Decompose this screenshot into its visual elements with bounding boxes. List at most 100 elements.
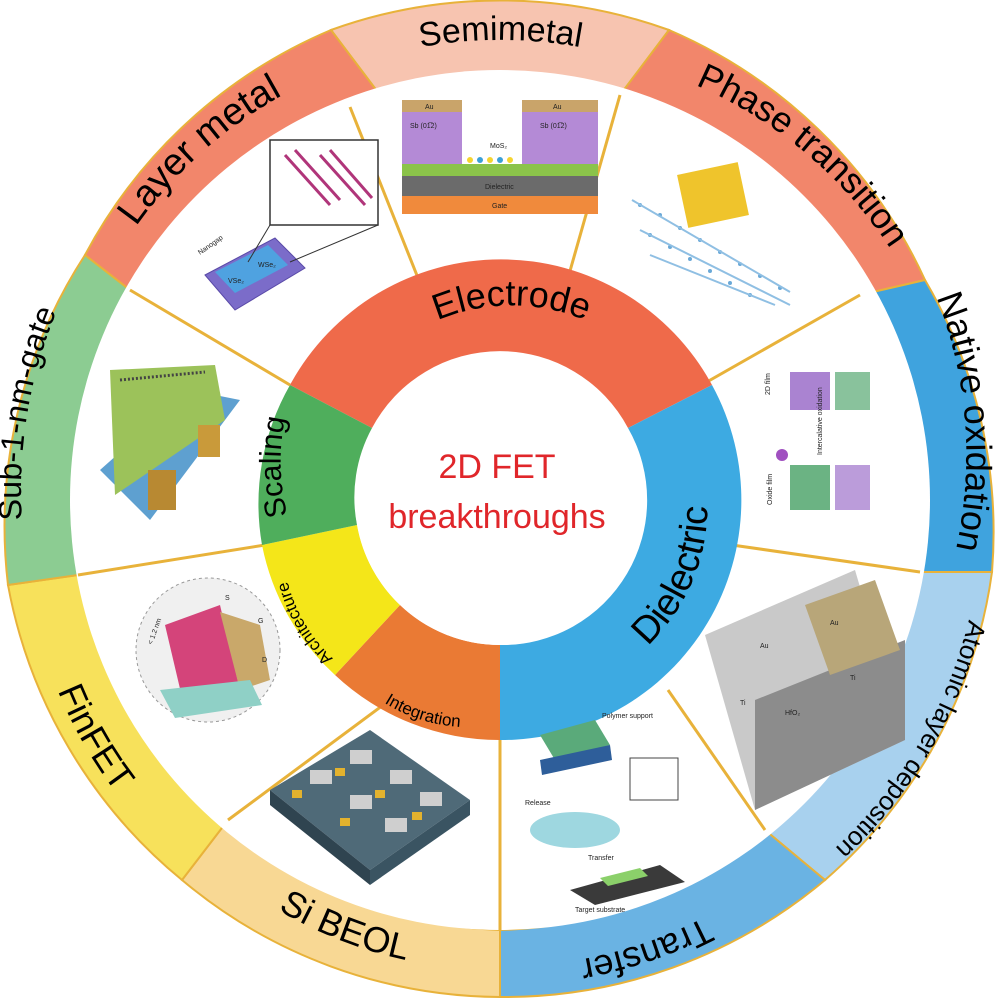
inset-dielectric-layer	[402, 176, 598, 196]
inset-atom	[467, 157, 473, 163]
inset-chip-pad	[375, 790, 385, 798]
inset-atom	[487, 157, 493, 163]
inset-fin-base	[160, 680, 262, 718]
inset-transfer-target	[570, 865, 685, 905]
inset-fin-gate	[220, 612, 270, 690]
inner-hub	[355, 355, 645, 645]
inset-label-ti1: Ti	[740, 700, 746, 707]
inset-metal-block	[677, 162, 749, 228]
inset-label-gate: Gate	[492, 203, 507, 210]
inset-transfer-release	[530, 812, 620, 848]
inset-label-au-right: Au	[553, 104, 562, 111]
divider-line	[704, 293, 861, 385]
inset-transfer-zoom	[629, 757, 679, 801]
lattice-atom	[688, 257, 692, 261]
inset-gold-block	[198, 425, 220, 457]
inset-lattice-lines	[631, 199, 791, 306]
inset-label-g: G	[258, 618, 263, 625]
center-title-line2: breakthroughs	[388, 498, 605, 536]
inset-zoom-lines	[247, 224, 379, 263]
inset-label-polymer: Polymer support	[602, 713, 653, 720]
inset-chip-cell	[390, 770, 412, 784]
inset-gate-layer	[402, 196, 598, 214]
radial-dividers	[77, 94, 921, 930]
divider-line	[129, 288, 291, 387]
stripe	[293, 148, 342, 202]
inset-label-hfo: HfO₂	[785, 710, 800, 717]
inner-ring	[258, 259, 742, 741]
inset-label-au-left: Au	[425, 104, 434, 111]
inset-label-dielectric: Dielectric	[485, 184, 514, 191]
inset-native-oxidation: 2D film Intercalative oxidation Oxide fi…	[765, 372, 870, 510]
divider-line	[348, 106, 420, 279]
inset-chip-cell	[350, 795, 372, 809]
inset-label-d: D	[262, 657, 267, 664]
inset-stripes	[283, 148, 374, 207]
inset-label-sb-right: Sb (01̅2)	[540, 122, 567, 130]
inset-au-right	[522, 100, 598, 112]
inset-oxygen-icon	[776, 449, 788, 461]
inset-transfer-film	[600, 868, 648, 886]
inset-label-au2: Au	[830, 620, 839, 627]
inset-label-oxide: Oxide film	[767, 474, 774, 505]
inset-label-target: Target substrate	[575, 907, 625, 914]
inset-lattice-bottom-2	[835, 465, 870, 510]
inset-base-top	[110, 365, 225, 495]
inset-chip-cell	[350, 750, 372, 764]
inset-label-au1: Au	[760, 643, 769, 650]
center-title-line1: 2D FET	[438, 448, 555, 486]
stripe	[318, 153, 367, 207]
inset-tem-gold	[805, 580, 900, 675]
inset-label-intercal: Intercalative oxidation	[817, 387, 824, 455]
divider-line	[666, 689, 767, 831]
inset-label-channel: MoS₂	[490, 143, 507, 150]
inset-gold-block	[148, 470, 176, 510]
inset-label-mat1: VSe₂	[228, 278, 244, 285]
inset-label-mat2: WSe₂	[258, 262, 276, 269]
divider-line	[227, 698, 391, 822]
inset-label-sb-left: Sb (01̅2)	[410, 122, 437, 130]
inset-si-beol	[270, 730, 470, 885]
inset-chip-cell	[310, 770, 332, 784]
inset-finfet: S G D < 1.2 nm	[135, 577, 281, 723]
inset-lattice-top-2	[835, 372, 870, 410]
inset-chip-side	[370, 800, 470, 885]
stripe	[328, 149, 374, 199]
inset-label-s: S	[225, 595, 230, 602]
inset-sb-right	[522, 112, 598, 164]
inset-flake	[215, 245, 288, 293]
inset-chip-pad	[412, 812, 422, 820]
inset-label-transfer: Transfer	[588, 855, 614, 862]
lattice-atom	[728, 281, 732, 285]
inner-segment-scaling	[258, 385, 372, 545]
stripe	[283, 153, 332, 207]
inset-transfer-substrate	[540, 745, 612, 775]
inner-segment-integration	[335, 605, 500, 741]
inset-chip-pad	[340, 818, 350, 826]
inner-segment-dielectric	[500, 385, 742, 741]
inset-chip-pad	[335, 768, 345, 776]
inset-sb-left	[402, 112, 462, 164]
inset-label-ti2: Ti	[850, 675, 856, 682]
divider-line	[731, 543, 921, 574]
inset-ald-tem: Au Au Ti Ti HfO₂	[705, 570, 905, 810]
inset-transfer: Polymer support Release Transfer Target …	[525, 713, 685, 914]
lattice-atom	[708, 269, 712, 273]
inset-atom	[477, 157, 483, 163]
inset-channel-layer	[402, 164, 598, 176]
inset-chip-side	[270, 790, 370, 885]
divider-line	[77, 543, 266, 577]
inset-atom	[497, 157, 503, 163]
inset-transfer-stack	[540, 720, 610, 760]
inset-chip-cell	[420, 792, 442, 806]
inner-segment-architecture	[262, 525, 400, 675]
inset-label-film: 2D film	[765, 373, 772, 395]
inset-au-left	[402, 100, 462, 112]
inset-label-release: Release	[525, 800, 551, 807]
inset-lattice-bottom	[790, 465, 830, 510]
inset-chip-pad	[292, 790, 302, 798]
inset-sub1nm-device	[100, 365, 240, 520]
inset-semimetal-contact: Au Au Sb (01̅2) Sb (01̅2) MoS₂ Dielectri…	[402, 100, 598, 214]
